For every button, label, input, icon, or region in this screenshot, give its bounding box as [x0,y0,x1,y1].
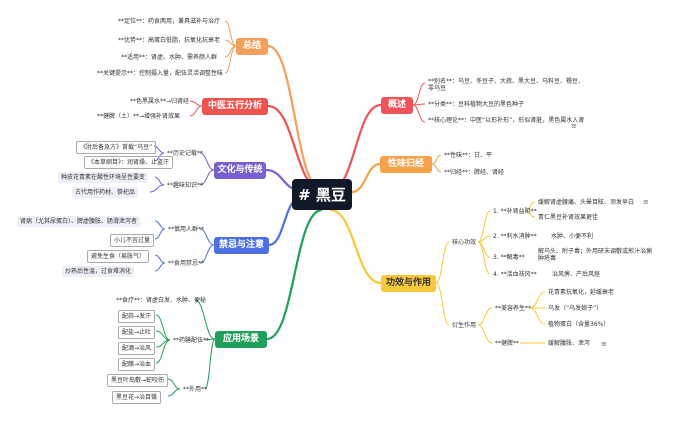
connector-line [477,324,493,344]
note-icon: ≡ [601,340,607,348]
connector-line [435,241,450,284]
effects-node[interactable]: 功效与作用 [381,275,436,292]
connector-line [477,241,491,275]
pair-item[interactable]: 配盐→止吐 [118,326,156,340]
food-label[interactable]: **食用禁忌** [168,260,205,267]
connector-line [435,282,450,326]
nature-item[interactable]: **性味**：甘、平 [444,152,493,159]
connector-line [329,103,382,192]
root-node[interactable]: # 黑豆 [292,179,352,210]
ext-label[interactable]: **外用** [183,386,208,393]
taboo-node[interactable]: 禁忌与注意 [214,237,269,254]
wuxing-node[interactable]: 中医五行分析 [202,98,268,115]
ext-item[interactable]: 黑豆叶捣敷→蛇咬伤 [107,374,169,388]
summary-item[interactable]: **优势**：高蛋白低脂，抗氧化抗衰老 [118,37,221,44]
connector-line [154,176,165,186]
wuxing-item[interactable]: **健脾（土）**→增强补肾效果 [97,113,181,120]
core-effect-detail[interactable]: 水肿、小便不利 [551,233,594,240]
connector-line [529,307,546,325]
summary-item[interactable]: **适用**：肾虚、水肿、需养颜人群 [121,54,218,61]
connector-line [224,20,237,47]
fun-item[interactable]: 种皮花青素在酸性环境呈性要变 [58,172,149,184]
note-icon: ≡ [643,198,649,206]
spleen-label[interactable]: **健脾** [495,340,520,347]
pair-label[interactable]: **药膳配伍** [173,337,210,344]
summary-node[interactable]: 总结 [236,38,268,55]
core-effect-detail[interactable]: 缓解肾虚腰痛、头晕目眩、须发早白 [538,199,635,206]
note-icon: ≡ [571,122,577,130]
history-item[interactable]: 《本草纲目》：润肾燥、止盗汗 [84,156,174,170]
people-item[interactable]: 小儿不宜过量 [110,234,155,248]
connector-line [154,262,166,272]
summary-item[interactable]: **定位**：药食两用，兼具滋补与治疗 [118,18,221,25]
apply-node[interactable]: 应用场景 [215,331,267,348]
connector-line [477,210,491,243]
connector-line [154,228,166,240]
connector-line [267,44,323,192]
connector-line [154,254,166,264]
connector-line [199,244,215,264]
connector-line [204,338,216,341]
connector-line [412,82,426,106]
connector-line [477,307,493,326]
core-effect-detail[interactable]: 解乌头、附子毒；外用研末调敷或煎汁治痈肿疮毒 [538,248,653,263]
connector-line [351,162,381,194]
connector-line [154,220,166,230]
nature-item[interactable]: **归经**：脾经、肾经 [444,169,505,176]
people-item[interactable]: 肾病（尤其尿蛋白）、脾虚腹胀、肠滑泄泻者 [17,216,141,228]
beauty-item[interactable]: 乌发（“乌发娘子”） [548,305,603,312]
connector-line [189,105,203,117]
beauty-item[interactable]: 植物蛋白（含量36%） [548,321,610,328]
fun-label[interactable]: **趣味知识** [167,182,204,189]
connector-line [155,339,171,364]
core-effect[interactable]: 2. **利水消肿** [493,233,537,240]
diet-label[interactable]: **食疗**：肾虚白发、水肿、便秘 [116,297,207,304]
core-effect[interactable]: 1. **补肾益阴** [493,208,537,215]
connector-line [199,228,215,246]
ext-item[interactable]: 黑豆花→治目翳 [112,391,162,405]
core-effect[interactable]: 3. **解毒** [493,254,525,261]
food-item[interactable]: 炒熟后性温，过食难消化 [62,266,135,278]
connector-line [224,45,237,74]
beauty-label[interactable]: **美容养生** [495,305,532,312]
wuxing-item[interactable]: **色黑属水**→归肾经 [130,98,190,105]
connector-line [431,154,442,165]
pair-item[interactable]: 配醋→治血 [118,358,156,372]
core-effect-detail[interactable]: 青仁黑豆补肾效果更佳 [538,214,599,221]
culture-node[interactable]: 文化与传统 [214,162,266,179]
spleen-item[interactable]: 缓解腹胀、泄泻 [548,340,591,347]
core-effect-detail[interactable]: 治风痹、产后风痉 [552,271,601,278]
connector-line [199,169,215,186]
connector-line [167,378,181,390]
nature-node[interactable]: 性味归经 [380,156,432,173]
beauty-item[interactable]: 花青素抗氧化，延缓衰老 [548,289,615,296]
connector-line [167,388,181,397]
connector-line [524,210,536,218]
history-label[interactable]: **历史记载** [167,150,204,157]
overview-item[interactable]: **核心理论**：中医“以形补形”，形似肾脏，黑色属水入肾 [428,117,585,124]
connector-line [431,163,442,173]
history-item[interactable]: 《肘后备急方》首载“乌豆” [76,141,157,155]
connector-line [149,184,165,193]
pair-item[interactable]: 配酒→治风 [118,342,156,356]
summary-item[interactable]: **关键提示**：控制摄入量，配伍灵活调整性味 [97,70,224,77]
core-label[interactable]: 核心功效 [452,239,477,246]
overview-item[interactable]: **分类**：豆科植物大豆的黑色种子 [428,101,525,108]
food-item[interactable]: 避免生食（易胀气） [87,250,150,264]
fun-item[interactable]: 古代用作药材、祭祀品 [72,187,139,199]
people-label[interactable]: **慎用人群** [168,226,205,233]
connector-line [199,152,215,171]
connector-line [329,208,382,285]
derived-label[interactable]: 衍生作用 [452,322,477,329]
pair-item[interactable]: 配蒜→发汗 [118,310,156,324]
connector-line [194,299,216,340]
connector-line [266,208,323,341]
core-effect[interactable]: 4. **活血祛风** [493,271,537,278]
overview-item[interactable]: **别名**：乌豆、冬豆子、大菽、黑大豆、马料豆、橹豆、零乌豆 [428,78,585,93]
connector-line [204,338,216,390]
overview-node[interactable]: 概述 [381,97,413,114]
connector-line [412,104,426,123]
